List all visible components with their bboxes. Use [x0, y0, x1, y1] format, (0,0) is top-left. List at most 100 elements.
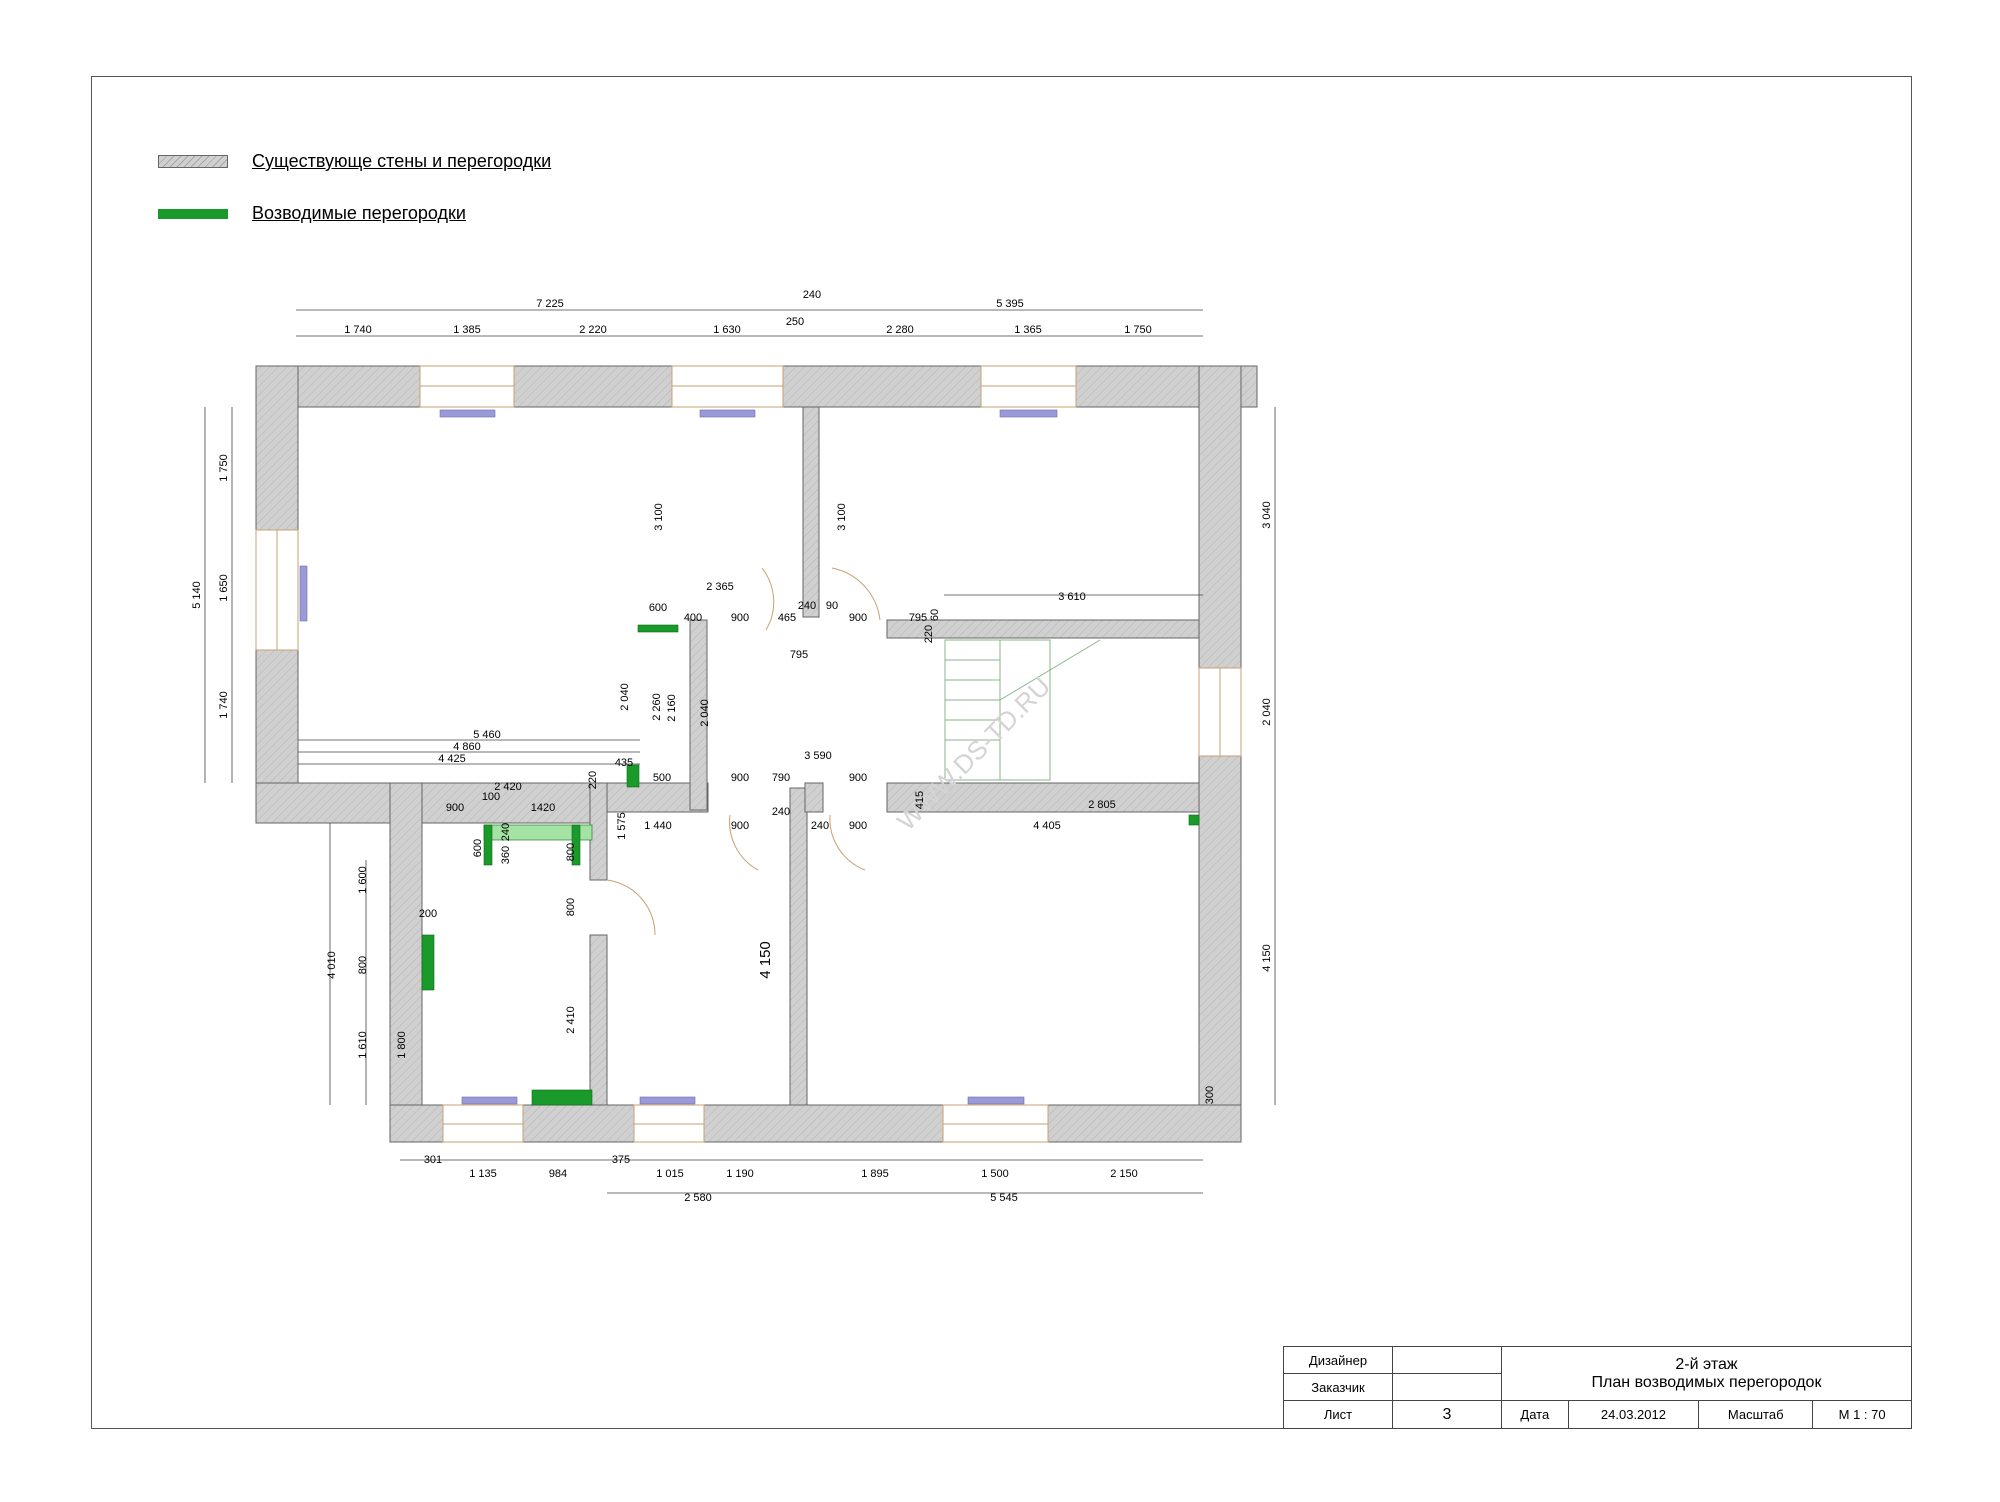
dim-label: 1 750	[1124, 324, 1152, 336]
dim-label: 1 440	[644, 820, 672, 832]
dim-label: 1 365	[1014, 324, 1042, 336]
dim-label: 600	[649, 602, 667, 614]
dim-label: 4 425	[438, 753, 466, 765]
radiators	[299, 409, 1058, 1105]
sheet-number: 3	[1392, 1400, 1502, 1429]
doors	[606, 567, 881, 936]
radiator	[967, 1096, 1025, 1105]
date-label: Дата	[1501, 1400, 1569, 1429]
wall	[886, 782, 1200, 813]
dim-label: 240	[500, 823, 512, 841]
dim-label: 200	[419, 908, 437, 920]
dim-label: 2 280	[886, 324, 914, 336]
radiator	[461, 1096, 518, 1105]
wall	[255, 782, 592, 824]
dim-label: 90	[826, 600, 838, 612]
dim-label: 465	[778, 612, 796, 624]
dim-label: 800	[565, 898, 577, 916]
scale-value: М 1 : 70	[1812, 1400, 1912, 1429]
partition	[626, 764, 640, 788]
customer-label: Заказчик	[1283, 1373, 1393, 1402]
dim-label: 3 610	[1058, 591, 1086, 603]
radiator	[699, 409, 756, 418]
dim-label: 4 150	[1261, 944, 1273, 972]
door-swing	[729, 814, 759, 871]
dim-label: 240	[798, 600, 816, 612]
wall	[590, 782, 709, 813]
dim-label: 4 405	[1033, 820, 1061, 832]
dim-label: 300	[1204, 1086, 1216, 1104]
dim-label: 795	[909, 612, 927, 624]
dim-label: 900	[731, 612, 749, 624]
dim-label: 1 740	[218, 691, 230, 719]
legend-existing-swatch	[158, 155, 228, 168]
dim-label: 2 420	[494, 781, 522, 793]
dim-label: 2 150	[1110, 1168, 1138, 1180]
dim-label: 900	[849, 612, 867, 624]
wall	[389, 782, 423, 1143]
dim-label: 4 150	[757, 941, 774, 979]
dim-label: 360	[500, 846, 512, 864]
customer-value	[1392, 1373, 1502, 1402]
dim-label: 900	[731, 772, 749, 784]
sheet-title-line2: План возводимых перегородок	[1591, 1373, 1822, 1391]
dim-label: 2 805	[1088, 799, 1116, 811]
dim-label: 2 220	[579, 324, 607, 336]
wall	[589, 782, 608, 881]
dim-label: 1 800	[396, 1031, 408, 1059]
legend-existing-label: Существующе стены и перегородки	[252, 151, 552, 171]
scale-label: Масштаб	[1698, 1400, 1814, 1429]
dim-label: 1 650	[218, 574, 230, 602]
title-block: Дизайнер 2-й этаж План возводимых перего…	[1283, 1345, 1912, 1429]
dim-label: 2 160	[666, 694, 678, 722]
dim-label: 240	[811, 820, 829, 832]
dim-label: 900	[731, 820, 749, 832]
dim-label: 600	[472, 839, 484, 857]
new-partitions	[421, 624, 1200, 1106]
dim-label: 1 630	[713, 324, 741, 336]
dim-label: 900	[849, 772, 867, 784]
dim-label: 5 140	[191, 581, 203, 609]
dim-label: 240	[772, 806, 790, 818]
door-swing	[761, 567, 775, 631]
dim-label: 900	[849, 820, 867, 832]
dim-label: 5 395	[996, 298, 1024, 310]
radiator	[439, 409, 496, 418]
designer-label: Дизайнер	[1283, 1345, 1393, 1375]
dim-label: 4 860	[453, 741, 481, 753]
dim-label: 3 590	[804, 750, 832, 762]
dim-label: 100	[482, 791, 500, 803]
dim-label: 2 260	[651, 693, 663, 721]
dim-label: 2 040	[619, 683, 631, 711]
dim-label: 984	[549, 1168, 567, 1180]
partition	[571, 824, 581, 866]
dim-label: 1 610	[357, 1031, 369, 1059]
sheet-title-line1: 2-й этаж	[1675, 1355, 1738, 1373]
dim-label: 1 750	[218, 454, 230, 482]
dim-label: 900	[446, 802, 464, 814]
radiator	[299, 565, 308, 622]
drawing-frame	[91, 76, 1912, 1429]
dim-label: 375	[612, 1154, 630, 1166]
dim-label: 3 040	[1261, 501, 1273, 529]
dim-label: 1 600	[357, 866, 369, 894]
dim-label: 2 410	[565, 1006, 577, 1034]
dim-label: 60	[929, 609, 941, 621]
wall	[589, 934, 608, 1106]
designer-value	[1392, 1345, 1502, 1375]
wall	[689, 619, 708, 811]
dim-label: 3 100	[836, 503, 848, 531]
dim-label: 2 040	[699, 699, 711, 727]
dim-label: 240	[803, 289, 821, 301]
staircase	[944, 639, 1101, 781]
legend-new: Возводимые перегородки	[158, 203, 466, 224]
door-swing	[606, 879, 656, 936]
dim-label: 1 385	[453, 324, 481, 336]
partition	[637, 624, 679, 633]
dimension-labels: 7 225 240 5 395 1 740 1 385 2 220 1 630 …	[191, 289, 1273, 1204]
dim-label: 250	[786, 316, 804, 328]
dim-label: 7 225	[536, 298, 564, 310]
dim-label: 220	[587, 771, 599, 789]
dim-label: 5 460	[473, 729, 501, 741]
sheet-title: 2-й этаж План возводимых перегородок	[1501, 1345, 1912, 1402]
